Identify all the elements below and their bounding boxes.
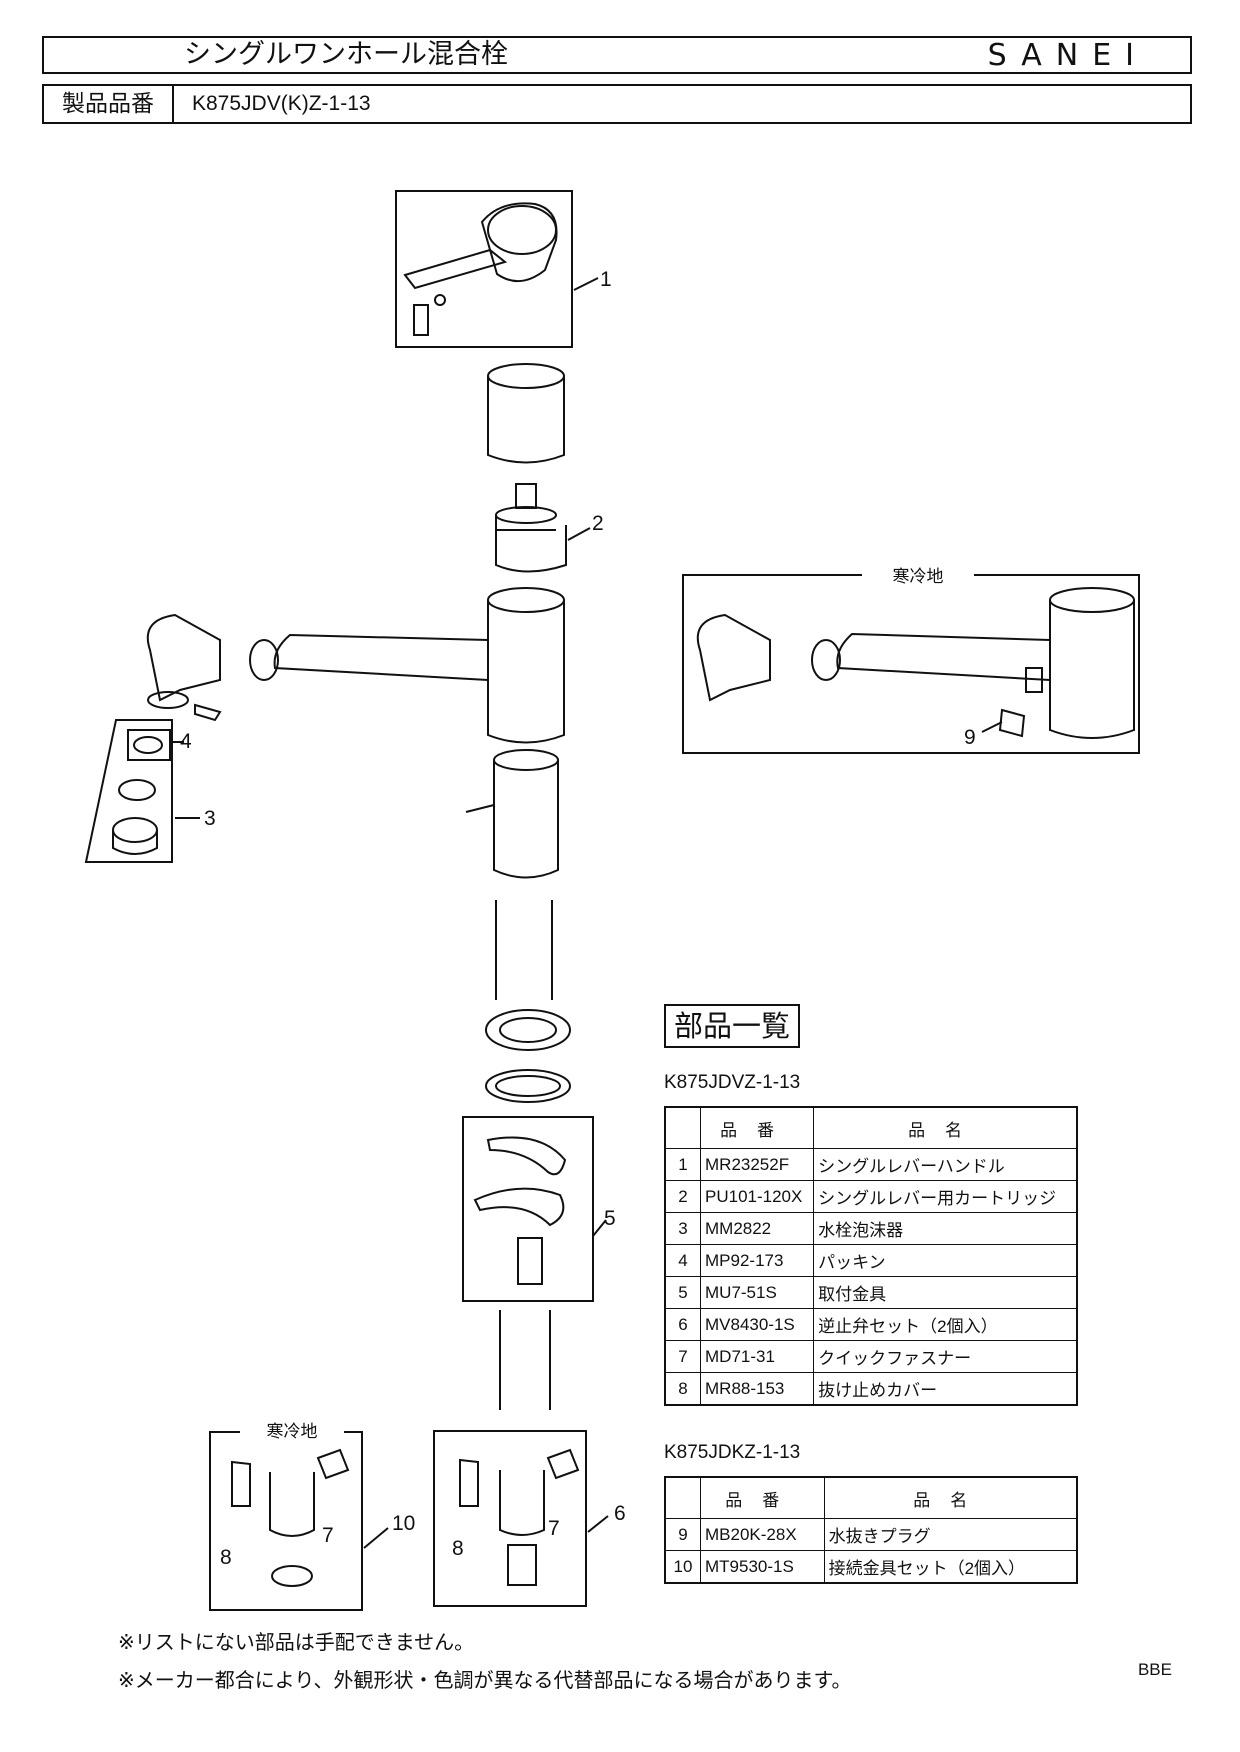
table-1-caption: K875JDVZ-1-13	[664, 1072, 801, 1093]
table-2-caption: K875JDKZ-1-13	[664, 1442, 801, 1463]
cell-name: パッキン	[813, 1244, 1078, 1277]
model-label: 製品品番	[44, 86, 174, 122]
column-code: 品番	[700, 1476, 825, 1519]
cold-region-spout-box	[682, 574, 1140, 754]
callout-1: 1	[600, 268, 612, 291]
cell-no: 1	[664, 1148, 701, 1181]
cell-no: 9	[664, 1518, 701, 1551]
column-code: 品番	[699, 1106, 815, 1149]
footer-code: BBE	[1137, 1660, 1172, 1679]
cell-name: シングルレバーハンドル	[813, 1148, 1078, 1181]
faucet-body-icon	[146, 587, 565, 744]
cell-name: 逆止弁セット（2個入）	[813, 1308, 1078, 1341]
callout-10: 10	[392, 1512, 415, 1535]
cell-code: MR23252F	[699, 1148, 815, 1181]
cell-no: 5	[664, 1276, 701, 1309]
cell-name: 抜け止めカバー	[813, 1372, 1078, 1406]
cold-region-label-right: 寒冷地	[893, 567, 944, 586]
cell-name: シングルレバー用カートリッジ	[813, 1180, 1078, 1213]
callout-4: 4	[180, 730, 192, 753]
cell-code: MU7-51S	[699, 1276, 815, 1309]
cap-icon	[487, 363, 565, 464]
washer-icon	[485, 1009, 571, 1051]
cell-no: 8	[664, 1372, 701, 1406]
model-bar: 製品品番 K875JDV(K)Z-1-13	[42, 84, 1192, 124]
column-name: 品名	[823, 1476, 1078, 1519]
cell-no: 7	[664, 1340, 701, 1373]
cell-code: MM2822	[699, 1212, 815, 1245]
cell-code: MB20K-28X	[700, 1518, 825, 1551]
cell-code: MP92-173	[699, 1244, 815, 1277]
cartridge-icon	[495, 483, 567, 573]
callout-2: 2	[592, 512, 604, 535]
cold-region-connector-box	[209, 1431, 363, 1611]
cell-code: MR88-153	[699, 1372, 815, 1406]
column-name: 品名	[813, 1106, 1078, 1149]
handle-box	[395, 190, 573, 348]
cell-code: MT9530-1S	[700, 1550, 825, 1584]
cell-name: 水抜きプラグ	[823, 1518, 1078, 1551]
model-number: K875JDV(K)Z-1-13	[192, 92, 371, 115]
product-title: シングルワンホール混合栓	[184, 39, 508, 70]
callout-3: 3	[204, 807, 216, 830]
note-1: ※リストにない部品は手配できません。	[118, 1630, 475, 1654]
cell-code: PU101-120X	[699, 1180, 815, 1213]
lever-handle-icon	[403, 202, 558, 336]
cell-name: 水栓泡沫器	[813, 1212, 1078, 1245]
cell-no: 10	[664, 1550, 701, 1584]
cell-name: 接続金具セット（2個入）	[823, 1550, 1078, 1584]
callout-5: 5	[604, 1207, 616, 1230]
cell-no: 6	[664, 1308, 701, 1341]
cell-code: MD71-31	[699, 1340, 815, 1373]
aerator-box	[84, 719, 173, 863]
header-bar: シングルワンホール混合栓 SANEI	[42, 36, 1192, 74]
cell-name: クイックファスナー	[813, 1340, 1078, 1373]
callout-8: 8	[452, 1537, 464, 1560]
cold-region-label-left: 寒冷地	[267, 1422, 318, 1441]
parts-list-title: 部品一覧	[664, 1004, 800, 1048]
callout-7-cold: 7	[322, 1524, 334, 1547]
shank-icon	[465, 749, 559, 1000]
brand-logo: SANEI	[987, 38, 1148, 73]
cell-no: 3	[664, 1212, 701, 1245]
mounting-box	[462, 1116, 594, 1302]
callout-6: 6	[614, 1502, 626, 1525]
callout-8-cold: 8	[220, 1546, 232, 1569]
cell-no: 4	[664, 1244, 701, 1277]
callout-9: 9	[964, 726, 976, 749]
cell-name: 取付金具	[813, 1276, 1078, 1309]
cell-no: 2	[664, 1180, 701, 1213]
callout-7: 7	[548, 1517, 560, 1540]
cell-code: MV8430-1S	[699, 1308, 815, 1341]
check-valve-box	[433, 1430, 587, 1607]
note-2: ※メーカー都合により、外観形状・色調が異なる代替部品になる場合があります。	[118, 1668, 852, 1692]
